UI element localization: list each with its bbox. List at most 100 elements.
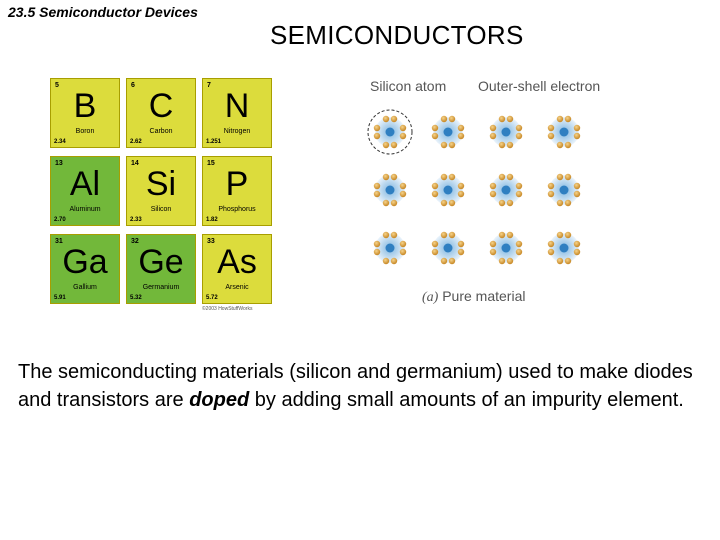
silicon-atom (443, 243, 453, 253)
outer-shell-electron (498, 115, 506, 123)
outer-shell-electron (440, 257, 448, 265)
periodic-table-excerpt: 5 B Boron 2.34 6 C Carbon 2.62 7 N Nitro… (50, 78, 272, 314)
outer-shell-electron (390, 257, 398, 265)
outer-shell-electron (448, 173, 456, 181)
outer-shell-electron (564, 141, 572, 149)
outer-shell-electron (498, 199, 506, 207)
element-symbol: Si (145, 165, 177, 203)
element-density: 2.62 (130, 139, 142, 145)
outer-shell-electron (573, 248, 581, 256)
outer-shell-electron (564, 173, 572, 181)
element-cell: 15 P Phosphorus 1.82 (202, 156, 272, 226)
element-symbol: As (217, 243, 257, 281)
silicon-atom (443, 127, 453, 137)
outer-shell-electron (573, 124, 581, 132)
outer-shell-electron (506, 199, 514, 207)
outer-shell-electron (390, 141, 398, 149)
silicon-atom (501, 243, 511, 253)
atomic-number: 5 (55, 82, 59, 89)
element-cell: 32 Ge Germanium 5.32 (126, 234, 196, 304)
outer-shell-electron (498, 173, 506, 181)
element-density: 1.251 (206, 139, 222, 145)
outer-shell-electron (382, 115, 390, 123)
atomic-number: 15 (207, 160, 215, 167)
element-density: 2.34 (54, 139, 66, 145)
element-density: 2.70 (54, 217, 66, 223)
silicon-atom (501, 185, 511, 195)
outer-shell-electron (390, 231, 398, 239)
atomic-number: 31 (55, 238, 63, 245)
outer-shell-electron (457, 248, 465, 256)
outer-shell-electron (373, 240, 381, 248)
outer-shell-electron (431, 248, 439, 256)
element-cell: 13 Al Aluminum 2.70 (50, 156, 120, 226)
element-density: 5.32 (130, 295, 142, 301)
outer-shell-electron (448, 257, 456, 265)
outer-shell-electron (440, 115, 448, 123)
outer-shell-electron (573, 240, 581, 248)
outer-shell-electron (556, 173, 564, 181)
outer-shell-electron (399, 240, 407, 248)
atomic-number: 13 (55, 160, 63, 167)
outer-shell-electron (556, 257, 564, 265)
atomic-number: 6 (131, 82, 135, 89)
element-symbol: P (225, 165, 249, 203)
outer-shell-electron (556, 115, 564, 123)
element-name: Germanium (142, 284, 180, 291)
outer-shell-electron (556, 199, 564, 207)
outer-shell-electron (515, 124, 523, 132)
outer-shell-electron (515, 240, 523, 248)
body-paragraph: The semiconducting materials (silicon an… (18, 358, 698, 414)
outer-shell-electron (448, 115, 456, 123)
atomic-number: 14 (131, 160, 139, 167)
silicon-atom (501, 127, 511, 137)
element-symbol: N (224, 87, 250, 125)
element-cell: 7 N Nitrogen 1.251 (202, 78, 272, 148)
outer-shell-electron (373, 124, 381, 132)
outer-shell-electron (431, 132, 439, 140)
atomic-number: 33 (207, 238, 215, 245)
body-text-pre: The semiconducting materials (silicon an… (18, 361, 693, 411)
element-density: 2.33 (130, 217, 142, 223)
element-cell: 5 B Boron 2.34 (50, 78, 120, 148)
element-symbol: Al (69, 165, 101, 203)
outer-shell-electron (573, 190, 581, 198)
outer-shell-electron (556, 231, 564, 239)
slide-title: SEMICONDUCTORS (270, 20, 524, 50)
silicon-lattice-figure: Silicon atom Outer-shell electron (a) Pu… (360, 74, 620, 310)
element-name: Silicon (150, 206, 172, 213)
silicon-atom (385, 127, 395, 137)
silicon-atom (559, 243, 569, 253)
caption-letter: (a) (422, 290, 439, 305)
outer-shell-electron (399, 182, 407, 190)
silicon-atom (559, 185, 569, 195)
element-density: 5.91 (54, 295, 66, 301)
outer-shell-electron (547, 182, 555, 190)
body-text-post: by adding small amounts of an impurity e… (249, 389, 684, 411)
outer-shell-electron (547, 132, 555, 140)
outer-shell-electron (498, 257, 506, 265)
outer-shell-electron (399, 124, 407, 132)
element-symbol: Ge (138, 243, 184, 281)
outer-shell-electron (564, 257, 572, 265)
element-name: Phosphorus (218, 206, 256, 213)
outer-shell-electron (515, 132, 523, 140)
outer-shell-electron (498, 141, 506, 149)
outer-shell-electron (373, 182, 381, 190)
outer-shell-electron (547, 124, 555, 132)
silicon-atom (385, 185, 395, 195)
element-name: Nitrogen (223, 128, 251, 135)
outer-shell-electron (382, 231, 390, 239)
outer-shell-electron (506, 141, 514, 149)
atomic-number: 32 (131, 238, 139, 245)
label-silicon-atom: Silicon atom (370, 78, 447, 94)
highlight-ring (367, 109, 413, 155)
outer-shell-electron (390, 115, 398, 123)
outer-shell-electron (573, 132, 581, 140)
outer-shell-electron (489, 248, 497, 256)
outer-shell-electron (556, 141, 564, 149)
element-symbol: C (148, 87, 174, 125)
element-symbol: Ga (62, 243, 108, 281)
silicon-atom (385, 243, 395, 253)
outer-shell-electron (399, 248, 407, 256)
